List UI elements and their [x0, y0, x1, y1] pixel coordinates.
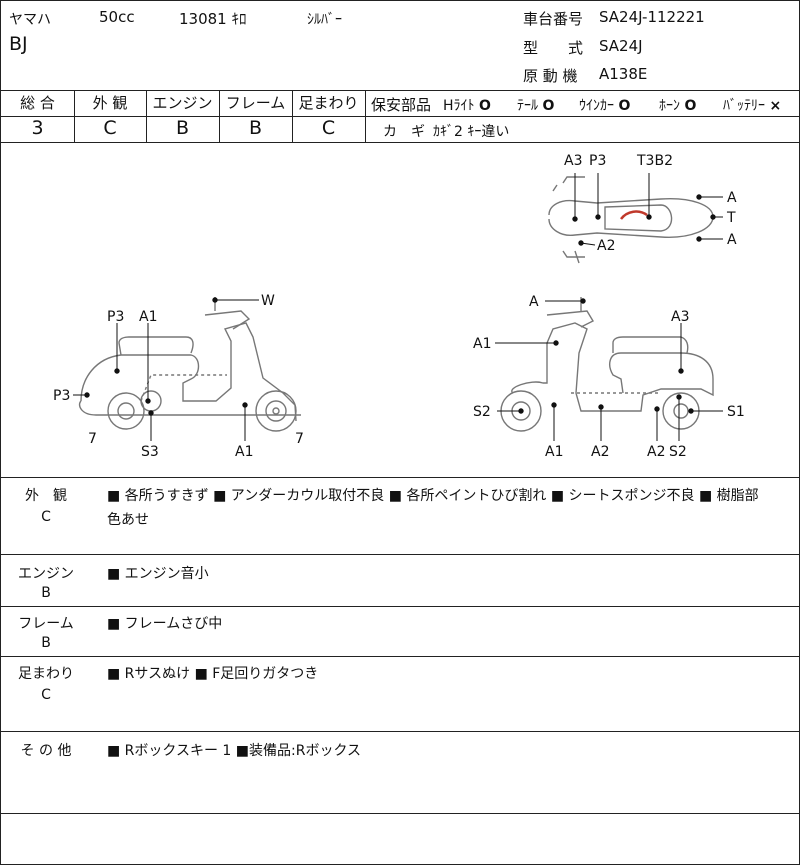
safety-tail: ﾃｰﾙ O — [517, 98, 555, 114]
damage-diagram: W P3 A1 P3 7 S3 A1 7 A A3 A1 S2 A1 A2 A2… — [53, 153, 745, 460]
safety-label: 保安部品 — [371, 96, 432, 114]
displacement: 50cc — [99, 8, 135, 26]
detail-suspension-label: 足まわり — [18, 666, 74, 682]
detail-exterior-grade: C — [41, 509, 51, 525]
type-value: SA24J — [599, 37, 643, 55]
label-right-a3: A3 — [671, 309, 689, 325]
type-label: 型 式 — [523, 39, 584, 57]
grade-frame: B — [248, 117, 263, 139]
model-name: BJ — [9, 33, 28, 55]
label-top-a-rear: A — [727, 232, 737, 248]
key-label: カ ギ — [383, 124, 425, 140]
detail-engine-grade: B — [41, 585, 51, 601]
label-left-w: W — [261, 293, 275, 309]
label-top-a3: A3 — [564, 153, 582, 169]
label-right-s1: S1 — [727, 404, 745, 420]
frame-label: 車台番号 — [523, 10, 584, 28]
detail-exterior-label: 外 観 — [25, 488, 67, 504]
grade-header-frame: フレーム — [225, 94, 286, 112]
label-left-s3: S3 — [141, 444, 159, 460]
label-top-t: T — [726, 210, 736, 226]
grade-header-overall: 総 合 — [20, 94, 55, 112]
detail-suspension-grade: C — [41, 687, 51, 703]
safety-winker: ｳｲﾝｶｰ O — [579, 98, 631, 114]
grade-engine: B — [175, 117, 190, 139]
label-right-a2-mid: A2 — [591, 444, 609, 460]
label-right-s2-rear: S2 — [669, 444, 687, 460]
grade-exterior: C — [103, 117, 117, 139]
detail-engine-text: ■ エンジン音小 — [107, 566, 209, 582]
label-right-s2-left: S2 — [473, 404, 491, 420]
detail-frame-grade: B — [41, 635, 51, 651]
engine-value: A138E — [599, 65, 648, 83]
frame-number: SA24J-112221 — [599, 8, 705, 26]
label-left-p3-seat: P3 — [107, 309, 124, 325]
engine-label: 原 動 機 — [523, 67, 578, 85]
label-top-t3b2: T3B2 — [636, 153, 673, 169]
grade-overall: 3 — [31, 117, 44, 139]
key-value: ｶｷﾞ2 ｷｰ違い — [433, 124, 510, 140]
label-left-7-rear: 7 — [88, 431, 97, 447]
label-right-a: A — [529, 294, 539, 310]
label-left-7-front: 7 — [295, 431, 304, 447]
label-top-a2: A2 — [597, 238, 615, 254]
label-top-p3: P3 — [589, 153, 606, 169]
label-top-a-front: A — [727, 190, 737, 206]
color: ｼﾙﾊﾞｰ — [307, 12, 342, 28]
label-right-a1-bottom: A1 — [545, 444, 563, 460]
detail-frame-label: フレーム — [18, 616, 74, 632]
mileage: 13081 ｷﾛ — [179, 10, 247, 28]
detail-engine-label: エンジン — [18, 566, 74, 582]
label-left-p3-rear: P3 — [53, 388, 70, 404]
detail-frame-text: ■ フレームさび中 — [107, 616, 223, 632]
safety-horn: ﾎｰﾝ O — [659, 98, 697, 114]
detail-other-text: ■ Rボックスキー 1 ■装備品:Rボックス — [107, 743, 362, 759]
grade-header-suspension: 足まわり — [298, 94, 359, 112]
detail-other-label: そ の 他 — [20, 743, 72, 759]
detail-exterior-text: ■ 各所うすきず ■ アンダーカウル取付不良 ■ 各所ペイントひび割れ ■ シー… — [107, 488, 759, 504]
maker: ヤマハ — [9, 12, 51, 28]
label-right-a1-top: A1 — [473, 336, 491, 352]
grade-header-exterior: 外 観 — [92, 94, 128, 112]
label-left-a1-top: A1 — [139, 309, 157, 325]
grade-header-engine: エンジン — [152, 94, 213, 112]
detail-suspension-text: ■ Rサスぬけ ■ F足回りガタつき — [107, 666, 319, 682]
safety-headlight: Hﾗｲﾄ O — [443, 98, 491, 114]
safety-battery: ﾊﾞｯﾃﾘｰ × — [723, 98, 782, 114]
detail-exterior-text-cont: 色あせ — [107, 512, 149, 528]
label-left-a1-bottom: A1 — [235, 444, 253, 460]
grade-suspension: C — [321, 117, 336, 139]
label-right-a2-rear: A2 — [647, 444, 665, 460]
